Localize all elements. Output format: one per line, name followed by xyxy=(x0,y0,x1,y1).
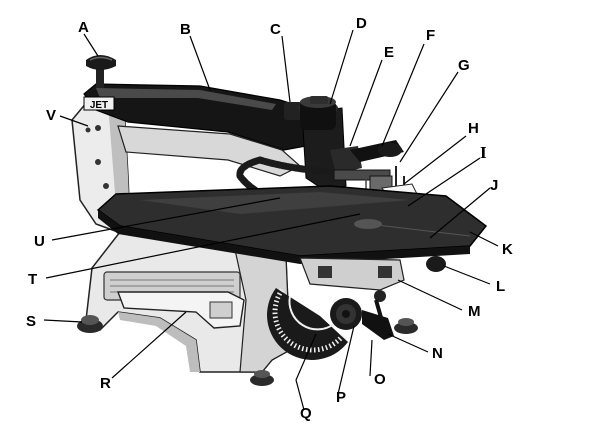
table-bracket-block xyxy=(378,266,392,278)
rubber-foot-top xyxy=(81,315,99,325)
worktable-sheen xyxy=(140,192,410,214)
bevel-lock-handle xyxy=(362,290,394,340)
callout-s: S xyxy=(26,313,36,330)
leader-d xyxy=(329,29,354,105)
callout-labels: A B C D E F G H I J K L M N O P Q R S T … xyxy=(26,15,513,422)
rubber-foot xyxy=(250,374,274,386)
brand-plate-text: JET xyxy=(90,100,108,111)
rubber-foot-top xyxy=(254,370,270,378)
leader-q xyxy=(295,333,317,411)
callout-f: F xyxy=(426,27,435,44)
pillar-screw xyxy=(95,125,101,131)
callout-b: B xyxy=(180,21,191,38)
table-slot xyxy=(367,223,471,237)
callout-l: L xyxy=(496,278,505,295)
scroll-saw-illustration: JET xyxy=(71,55,488,386)
callout-k: K xyxy=(502,241,513,258)
callout-d: D xyxy=(356,15,367,32)
tension-knob xyxy=(86,55,116,88)
bevel-lock-knob xyxy=(330,298,362,330)
callout-t: T xyxy=(28,271,37,288)
leader-m xyxy=(397,279,463,311)
base-front-shadow xyxy=(118,312,200,372)
leader-c xyxy=(281,35,291,103)
leader-lines xyxy=(43,29,499,411)
table-lock-knob xyxy=(426,256,446,272)
leader-g xyxy=(399,71,459,163)
callout-o: O xyxy=(374,371,386,388)
rubber-foot-top xyxy=(398,318,414,326)
bracket-plate xyxy=(209,301,233,319)
leader-b xyxy=(189,35,211,91)
callout-r: R xyxy=(100,375,111,392)
table-bracket-block xyxy=(318,266,332,278)
leader-f xyxy=(381,43,425,147)
leader-e xyxy=(349,59,383,147)
leader-o xyxy=(369,339,373,377)
brand-plate xyxy=(83,96,115,111)
callout-g: G xyxy=(458,57,470,74)
pillar-screw xyxy=(95,159,101,165)
rubber-foot xyxy=(394,322,418,334)
callout-m: M xyxy=(468,303,481,320)
leader-j xyxy=(429,187,491,239)
leader-r xyxy=(111,311,187,379)
callout-h: H xyxy=(468,120,479,137)
lower-bracket xyxy=(116,291,245,329)
callout-u: U xyxy=(34,233,45,250)
leader-a xyxy=(83,33,99,57)
callout-i: I xyxy=(480,143,487,162)
pillar-screw xyxy=(103,183,109,189)
callout-e: E xyxy=(384,44,394,61)
leader-l xyxy=(443,265,491,285)
callout-n: N xyxy=(432,345,443,362)
leader-i xyxy=(407,157,481,207)
callout-p: P xyxy=(336,389,346,406)
leader-s xyxy=(43,319,83,323)
leader-h xyxy=(403,135,467,185)
leader-n xyxy=(387,333,429,353)
callout-q: Q xyxy=(300,405,312,422)
leader-p xyxy=(337,325,355,395)
callout-j: J xyxy=(490,177,498,194)
callout-v: V xyxy=(46,107,56,124)
leader-u xyxy=(51,197,281,241)
upper-arm-highlight xyxy=(96,88,276,110)
worktable-edge xyxy=(98,210,470,264)
leader-t xyxy=(45,213,361,279)
leader-v xyxy=(59,115,89,127)
leader-k xyxy=(469,231,499,247)
bevel-scale xyxy=(267,288,348,360)
pillar-screw xyxy=(85,127,91,133)
callout-c: C xyxy=(270,21,281,38)
callout-a: A xyxy=(78,19,89,36)
